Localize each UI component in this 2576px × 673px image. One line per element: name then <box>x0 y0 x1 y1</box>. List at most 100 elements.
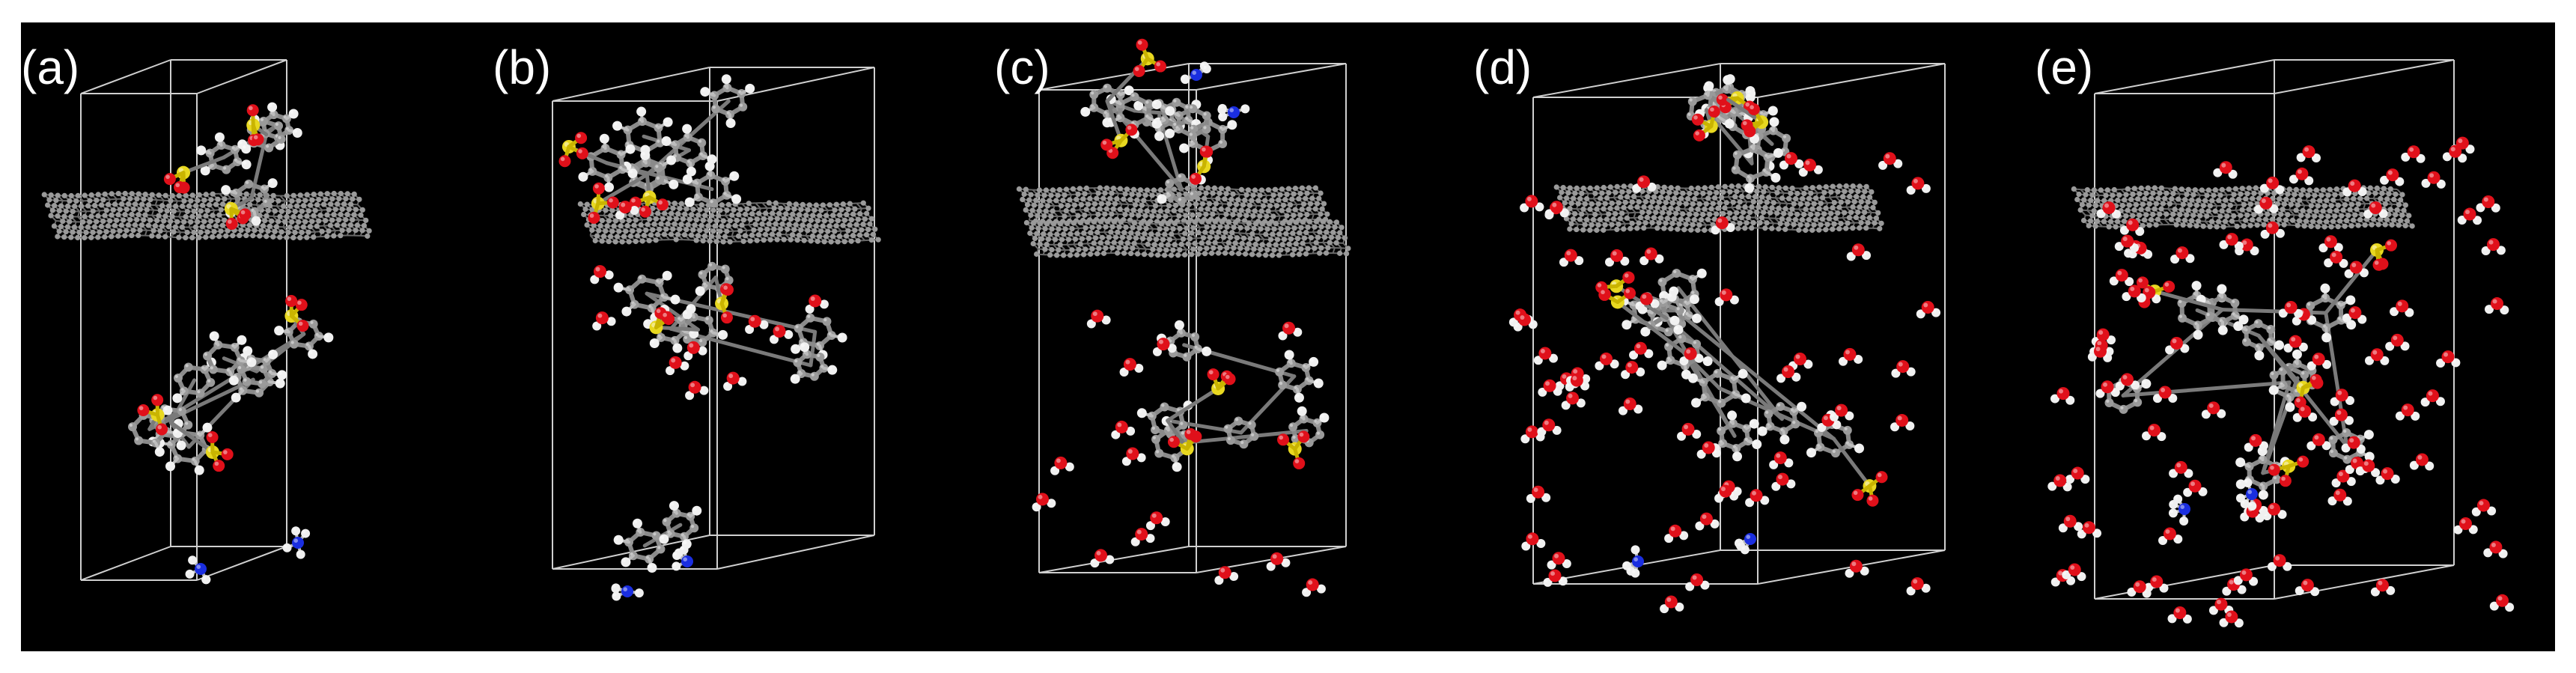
hydrogen-atom <box>611 583 621 593</box>
oxygen-atom <box>2207 401 2220 415</box>
oxygen-atom <box>1669 524 1682 538</box>
carbon-atom <box>127 422 137 432</box>
carbon-atom <box>244 179 254 189</box>
oxygen-atom <box>1207 368 1220 381</box>
hydrogen-atom <box>640 150 651 160</box>
bond <box>1664 316 1784 421</box>
carbon-atom <box>195 389 205 398</box>
hydrogen-atom <box>666 155 677 165</box>
carbon-atom <box>1178 420 1188 430</box>
hydrogen-atom <box>634 588 644 598</box>
hydrogen-atom <box>604 182 615 192</box>
hydrogen-atom <box>670 294 680 305</box>
simulation-box-b <box>552 67 881 601</box>
oxygen-atom <box>1135 528 1148 541</box>
oxygen-atom <box>213 460 225 472</box>
oxygen-atom <box>2372 258 2385 271</box>
simulation-box-c <box>1016 38 1351 597</box>
hydrogen-atom <box>291 526 301 536</box>
hydrogen-atom <box>2341 443 2351 453</box>
oxygen-atom <box>1543 379 1556 392</box>
carbon-atom <box>697 138 707 147</box>
oxygen-atom <box>2101 380 2114 394</box>
carbon-atom <box>1315 430 1325 439</box>
hydrogen-atom <box>2182 614 2192 624</box>
hydrogen-atom <box>1724 118 1735 129</box>
graphene-sheet <box>577 200 881 245</box>
oxygen-atom <box>2143 286 2156 299</box>
hydrogen-atom <box>162 405 173 415</box>
oxygen-atom <box>1167 436 1180 448</box>
oxygen-atom <box>1803 158 1817 171</box>
hydrogen-atom <box>1633 404 1643 414</box>
hydrogen-atom <box>2318 243 2328 253</box>
oxygen-atom <box>2370 348 2384 362</box>
hydrogen-atom <box>1791 372 1801 382</box>
hydrogen-atom <box>1581 374 1591 383</box>
hydrogen-atom <box>2110 388 2120 398</box>
hydrogen-atom <box>649 338 660 348</box>
oxygen-atom <box>2384 239 2397 252</box>
hydrogen-atom <box>2259 183 2269 193</box>
hydrogen-atom <box>1294 392 1304 403</box>
oxygen-atom <box>2273 554 2286 567</box>
bond <box>809 329 817 368</box>
carbon-atom <box>289 339 299 349</box>
oxygen-atom <box>2053 474 2067 487</box>
oxygen-atom <box>1747 103 1760 116</box>
hydrogen-atom <box>2115 381 2125 391</box>
hydrogen-atom <box>2298 342 2308 352</box>
carbon-atom <box>1249 431 1259 441</box>
hydrogen-atom <box>590 275 600 284</box>
hydrogen-atom <box>1513 322 1523 332</box>
oxygen-atom <box>1875 471 1888 484</box>
carbon-atom <box>1275 367 1285 377</box>
hydrogen-atom <box>154 447 165 457</box>
hydrogen-atom <box>1134 363 1144 373</box>
oxygen-atom <box>1270 552 1284 565</box>
hydrogen-atom <box>1769 460 1779 469</box>
oxygen-atom <box>2489 540 2503 554</box>
hydrogen-atom <box>1145 521 1155 531</box>
hydrogen-atom <box>2131 380 2140 390</box>
hydrogen-atom <box>1559 258 1568 267</box>
nitrogen-atom <box>2246 488 2258 500</box>
hydrogen-atom <box>2380 356 2390 365</box>
bond <box>1681 350 1737 438</box>
hydrogen-atom <box>1666 292 1677 302</box>
oxygen-atom <box>1223 373 1236 386</box>
hydrogen-atom <box>1526 493 1535 503</box>
carbon-atom <box>177 406 186 416</box>
hydrogen-atom <box>1729 491 1739 501</box>
carbon-atom <box>1239 439 1249 449</box>
hydrogen-atom <box>1549 353 1558 363</box>
hydrogen-atom <box>2065 395 2075 405</box>
carbon-atom <box>1234 416 1243 426</box>
hydrogen-atom <box>1622 320 1632 330</box>
oxygen-atom <box>606 196 619 209</box>
hydrogen-atom <box>1773 147 1783 158</box>
hydrogen-atom <box>1559 208 1569 218</box>
oxygen-atom <box>639 205 651 218</box>
hydrogen-atom <box>2346 477 2356 487</box>
periodic-cell <box>1532 63 1946 585</box>
hydrogen-atom <box>1854 354 1863 364</box>
hydrogen-atom <box>2359 268 2369 278</box>
hydrogen-atom <box>2050 394 2060 404</box>
hydrogen-atom <box>1537 427 1547 436</box>
hydrogen-atom <box>2322 359 2332 369</box>
oxygen-atom <box>593 265 606 278</box>
hydrogen-atom <box>2247 501 2257 511</box>
hydrogen-atom <box>2259 441 2268 451</box>
carbon-atom <box>255 388 264 398</box>
hydrogen-atom <box>2371 468 2381 478</box>
hydrogen-atom <box>2484 305 2494 314</box>
hydrogen-atom <box>2173 494 2183 504</box>
hydrogen-atom <box>1685 582 1695 591</box>
hydrogen-atom <box>686 166 696 177</box>
hydrogen-atom <box>2237 585 2247 594</box>
bond <box>1616 299 1686 354</box>
hydrogen-atom <box>2453 525 2463 535</box>
hydrogen-atom <box>2356 444 2366 454</box>
bond <box>168 421 215 454</box>
